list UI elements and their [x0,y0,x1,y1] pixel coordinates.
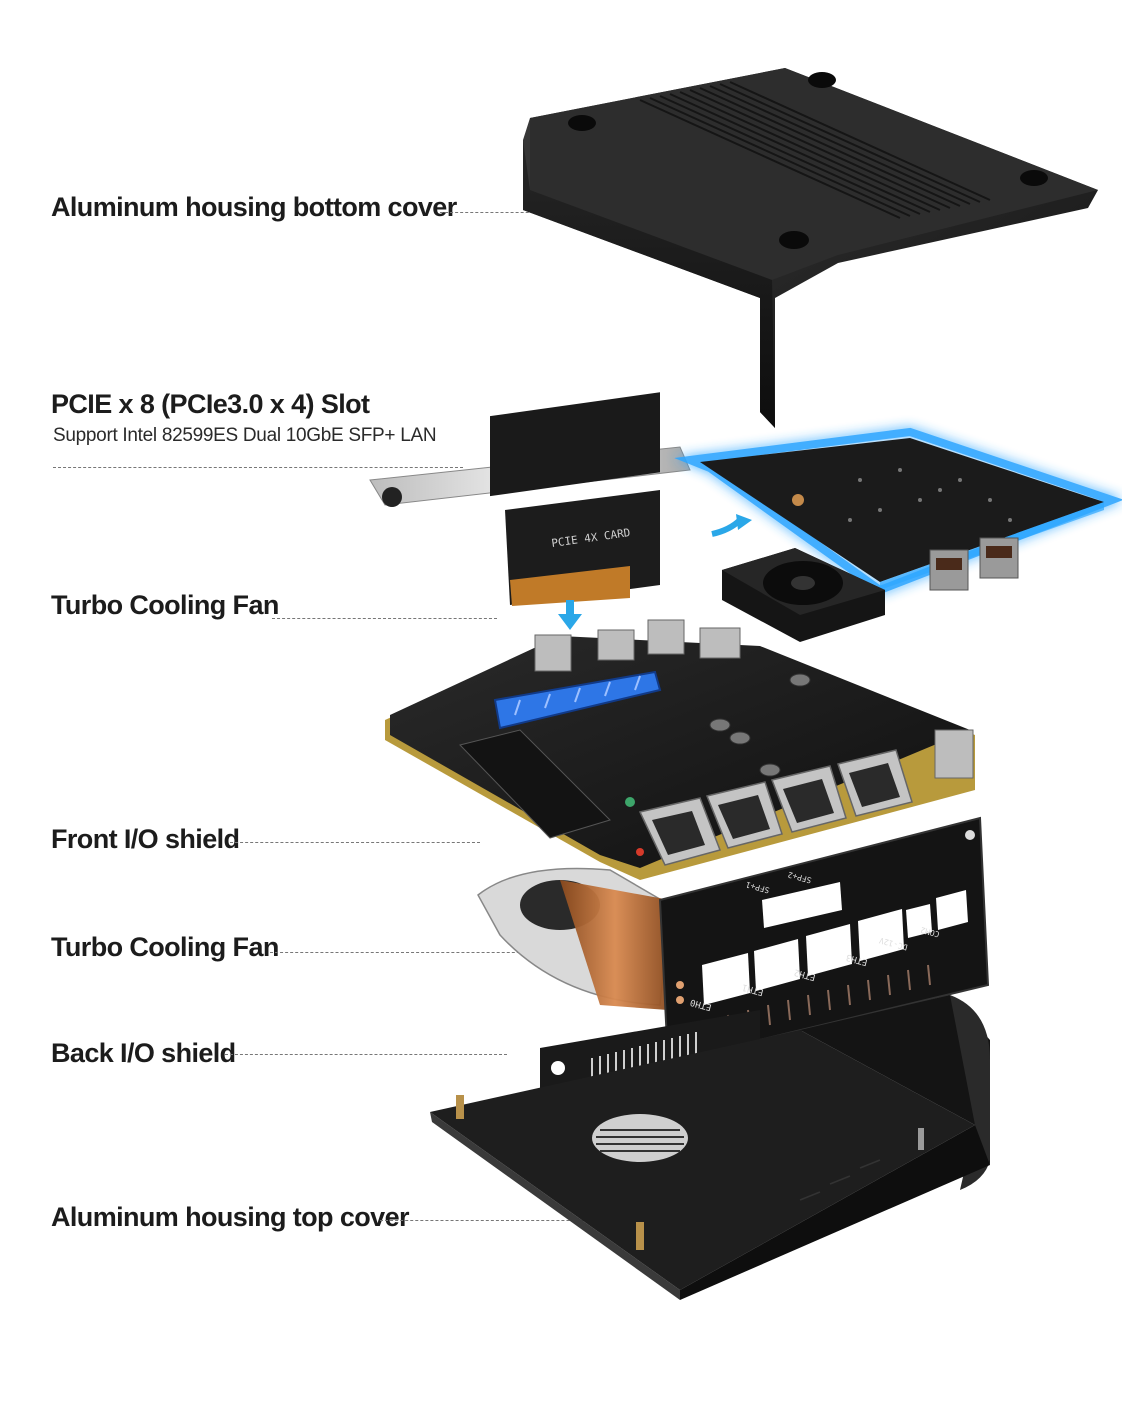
label-pcie-support: Support Intel 82599ES Dual 10GbE SFP+ LA… [53,425,437,446]
label-bottom-cover: Aluminum housing bottom cover [51,192,457,222]
motherboard [385,619,975,880]
leader-turbo-fan-lower [270,952,540,953]
back-io-shield: ETH0 ETH1 ETH2 ETH3 DC-12V COM2 SFP+1 SF… [658,816,990,1064]
leader-top-cover [380,1220,640,1221]
label-top-cover: Aluminum housing top cover [51,1202,410,1232]
pcie-riser-card: PCIE 4X CARD [369,392,691,606]
leader-back-io-shield [225,1054,507,1055]
arrow-down-icon [558,600,582,630]
label-back-io-shield: Back I/O shield [51,1038,236,1068]
leader-turbo-fan-upper [272,618,497,619]
leader-front-io-shield [230,842,480,843]
label-pcie-slot: PCIE x 8 (PCIe3.0 x 4) Slot [51,389,370,419]
label-front-io-shield: Front I/O shield [51,824,240,854]
turbo-fan-upper [722,548,885,642]
leader-pcie-slot [53,467,463,468]
sfp-network-card [674,427,1122,595]
turbo-fan-lower [477,867,671,1010]
arrow-right-icon [711,514,752,537]
bottom-cover-shape [523,68,1098,428]
label-turbo-fan-upper: Turbo Cooling Fan [51,590,279,620]
top-cover-shape [430,995,990,1300]
label-turbo-fan-lower: Turbo Cooling Fan [51,932,279,962]
